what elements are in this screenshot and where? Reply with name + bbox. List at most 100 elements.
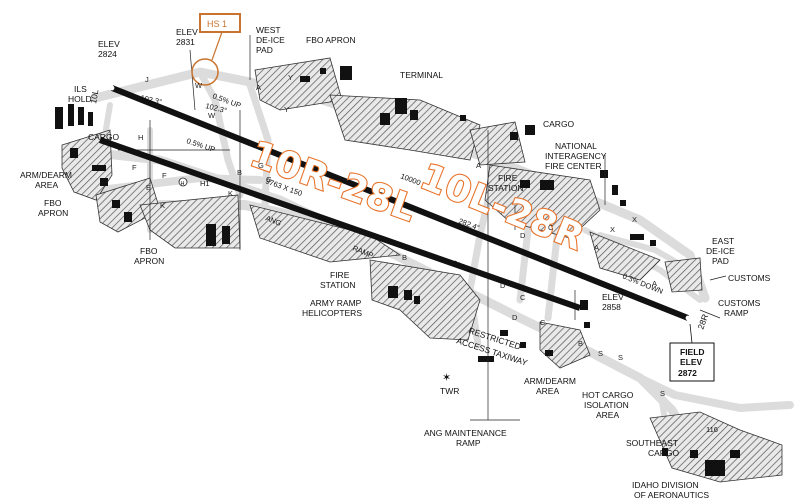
army-ramp-label: HELICOPTERS [302,308,362,318]
tower-symbol: ✶ [442,371,451,384]
elev-2824-value: 2824 [98,49,117,59]
cargo-top-label: CARGO [543,119,575,129]
west-deice-label: WEST [256,25,281,35]
customs-ramp-label: CUSTOMS [718,298,761,308]
fbo-apron-west-label: APRON [38,208,68,218]
east-deice-label: EAST [712,236,734,246]
elev-2831-value: 2831 [176,37,195,47]
arm-dearm-west-label: ARM/DEARM [20,170,72,180]
ang-maintenance-label: RAMP [456,438,481,448]
elev-2831-label: ELEV [176,27,198,37]
heliport-label: H1 [200,179,210,188]
fire-station-south-label: STATION [320,280,356,290]
taxiway-letter: F [162,171,167,180]
taxiway-letter: W [195,81,203,90]
fbo-apron-sw-label: FBO [140,246,158,256]
buildings [55,66,740,476]
east-deice-label: DE-ICE [706,246,735,256]
nifc-label: INTERAGENCY [545,151,607,161]
numeric-label: 116 [706,425,718,434]
runways [99,85,691,321]
svg-text:✶: ✶ [442,371,451,384]
taxiway-letter: B [402,253,407,262]
cargo-west-label: CARGO [88,132,120,142]
hotspot-label: HS 1 [207,19,227,29]
west-deice-label: PAD [256,45,273,55]
taxiway-letter: C [540,318,546,327]
ramp-area-south [589,231,661,281]
fire-station-south-label: FIRE [330,270,350,280]
hot-cargo-label: ISOLATION [584,400,629,410]
arm-dearm-south-label: ARM/DEARM [524,376,576,386]
nifc-label: NATIONAL [555,141,597,151]
taxiway-letter: A [652,279,657,288]
ramp-area-east-deice [664,257,703,293]
southeast-cargo-label: CARGO [648,448,680,458]
svg-text:H: H [181,181,185,187]
runway-threshold-west [109,85,115,91]
southeast-cargo-label: SOUTHEAST [626,438,678,448]
arm-dearm-south-label: AREA [536,386,559,396]
fbo-apron-top-label: FBO APRON [306,35,356,45]
taxiway-letter: B [578,339,583,348]
field-elev-line1: FIELD [680,347,705,357]
taxiway-letter: B [237,168,242,177]
taxiway-letter: H [138,133,143,142]
taxiway-letter: K [160,201,165,210]
fbo-apron-sw-label: APRON [134,256,164,266]
runway-10l-28r [110,85,690,321]
taxiway-letters: J W W H F F E K K G G B B B A A A A C C … [132,73,665,398]
runway-end-10l: 10L [88,88,100,104]
heading-label: 282.4° [451,259,475,276]
idaho-division-label: OF AERONAUTICS [634,490,709,500]
taxiway-letter: X [632,215,637,224]
taxiway-letter: C [548,223,554,232]
taxiway-letter: G [266,175,272,184]
runway-threshold-east [685,315,691,321]
hot-cargo-label: HOT CARGO [582,390,634,400]
taxiway-letter: S [618,353,623,362]
ils-hold-label: ILS [74,84,87,94]
taxiway-letter: S [598,349,603,358]
nifc-label: FIRE CENTER [545,161,602,171]
taxiway-letter: D [512,313,518,322]
ramp-area-fbo-west [95,177,161,233]
fbo-apron-west-label: FBO [44,198,62,208]
field-elev-line2: ELEV [680,357,703,367]
west-deice-label: DE-ICE [256,35,285,45]
ramp-area-hot-cargo [539,321,591,369]
taxiway-letter: A [256,83,261,92]
taxiway-letter: Y [284,105,289,114]
hotspot-hs1: HS 1 [191,13,241,86]
idaho-division-label: IDAHO DIVISION [632,480,699,490]
heading-label: 102.3° [140,93,163,106]
taxiway-letter: J [145,75,149,84]
ramp-area-terminal [329,94,481,161]
customs-ramp-label: RAMP [724,308,749,318]
slope-label: 0.5% UP [185,136,216,154]
ang-maintenance-label: ANG MAINTENANCE [424,428,507,438]
tower-label: TWR [440,386,459,396]
taxiway-letter: C [520,293,526,302]
taxiway-letter: X [610,225,615,234]
runway-10r-28l [99,137,581,311]
taxiway-letter: S [660,389,665,398]
east-deice-label: PAD [712,256,729,266]
elev-2824-label: ELEV [98,39,120,49]
terminal-label: TERMINAL [400,70,443,80]
elev-2858-value: 2858 [602,302,621,312]
ramp-area-fbo-top [254,57,343,111]
field-elevation-box: FIELD ELEV 2872 [669,323,715,382]
arm-dearm-west-label: AREA [35,180,58,190]
taxiway-letter: D [500,281,506,290]
taxiway-letter: W [208,111,216,120]
ramp-area-army [369,259,481,341]
runway-end-28r: 28R [695,313,710,331]
elev-2858-label: ELEV [602,292,624,302]
taxiway-letter: K [228,189,233,198]
ramp-areas [61,57,783,483]
customs-label: CUSTOMS [728,273,771,283]
taxiway-letter: Y [288,73,293,82]
taxiway-letter: D [520,231,526,240]
ramp-area-west-cargo [61,129,113,201]
